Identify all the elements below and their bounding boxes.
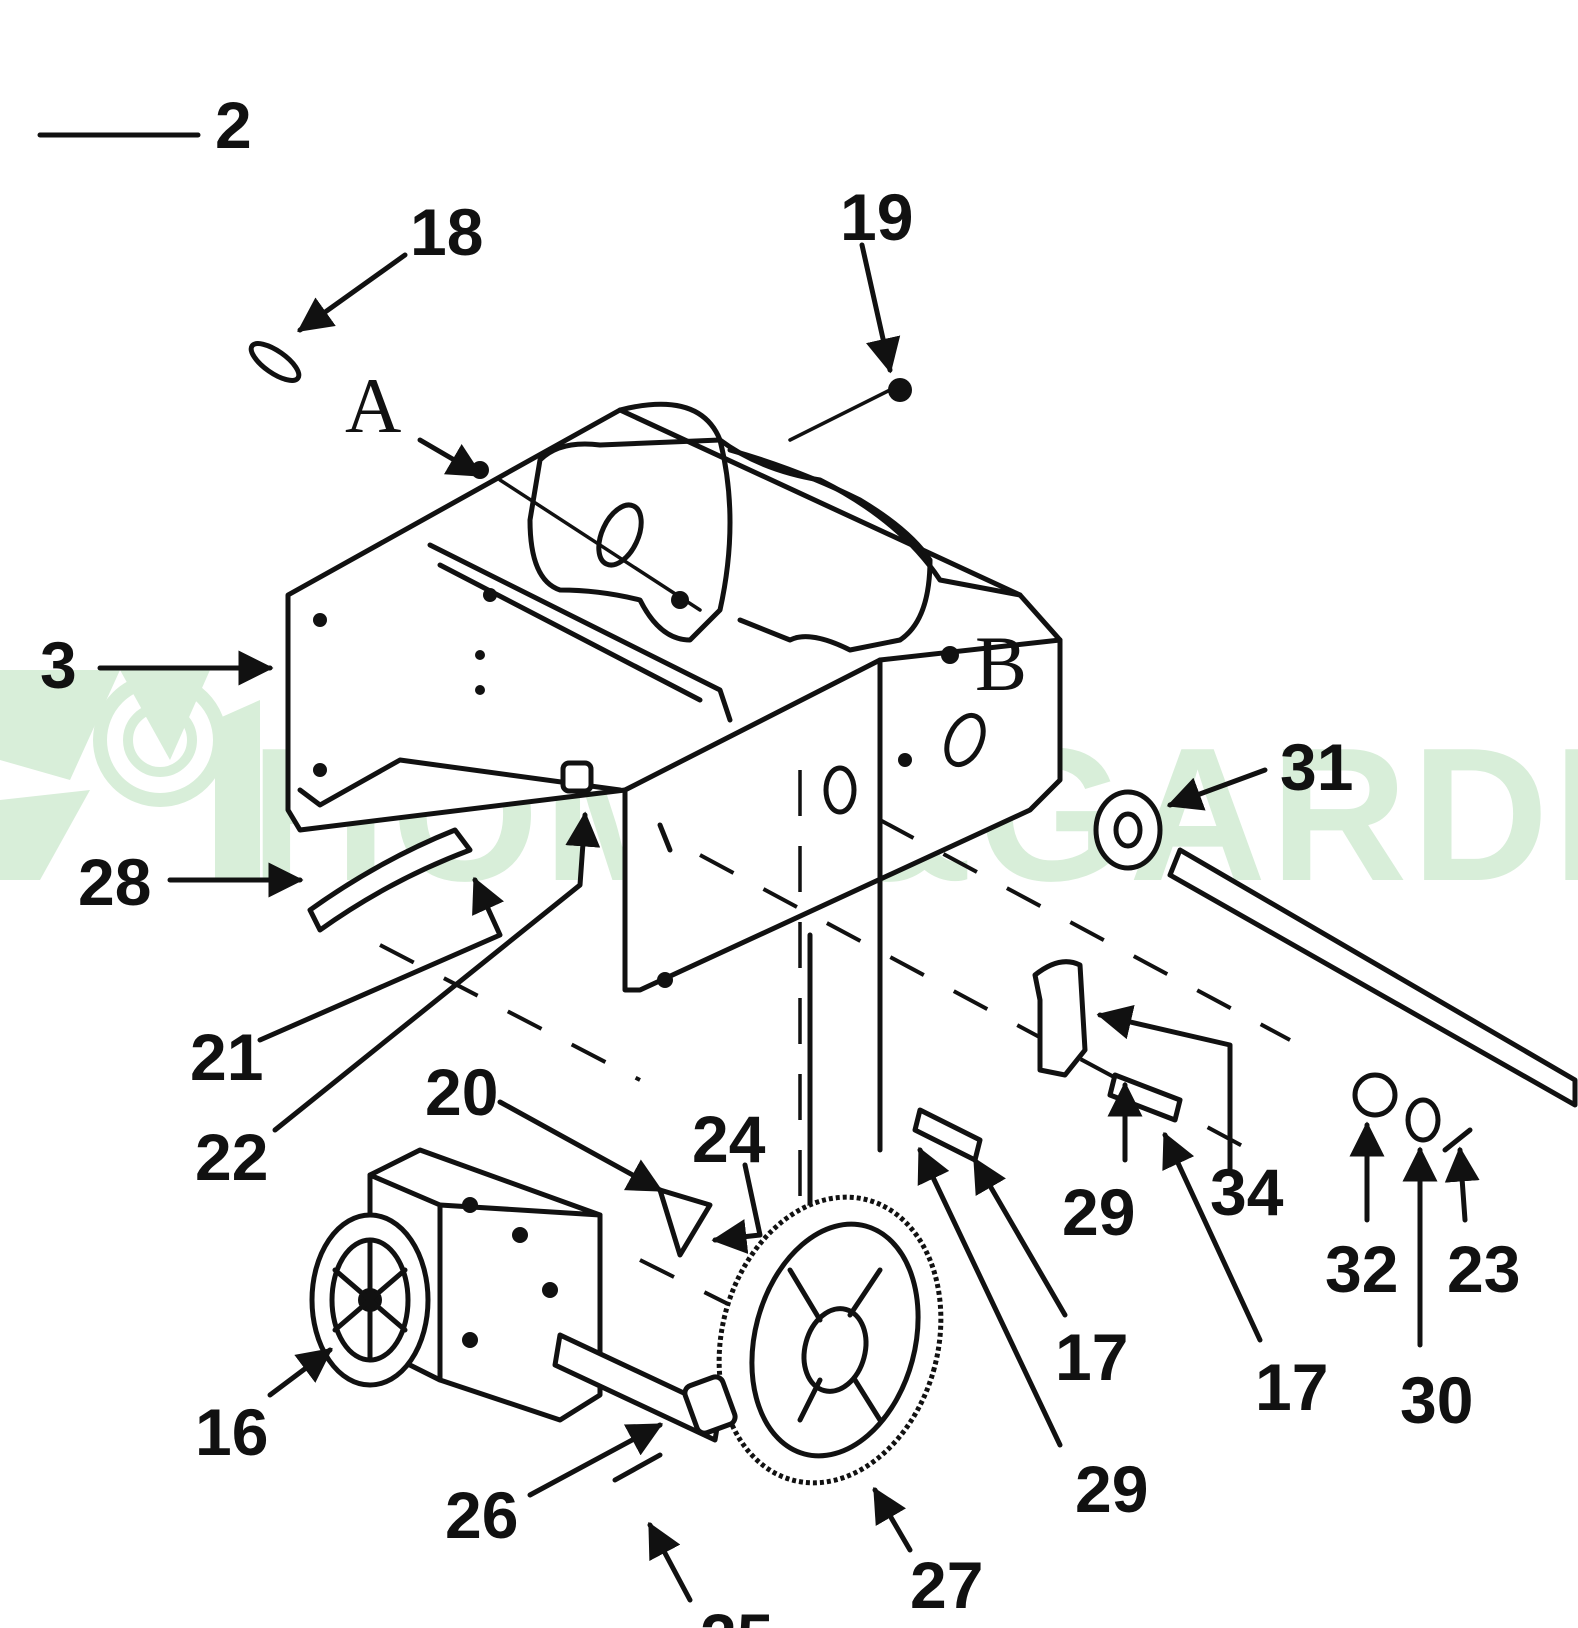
callout-26: 26 [445,1478,518,1552]
hardware-parts [248,341,1473,1483]
leader-lines [97,242,1480,1603]
callout-30: 30 [1400,1363,1473,1437]
axle-shaft [1093,789,1578,1108]
callout-20: 20 [425,1055,498,1129]
callout-28: 28 [78,845,151,919]
callout-32: 32 [1325,1232,1398,1306]
callout-22: 22 [195,1120,268,1194]
callout-19: 19 [840,180,913,254]
wheel-27 [682,1194,944,1486]
callout-17a: 17 [1055,1320,1128,1394]
callout-34: 34 [1210,1155,1284,1229]
callout-31: 31 [1280,730,1353,804]
callout-29a: 29 [1075,1452,1148,1526]
callout-25: 25 [700,1600,773,1628]
callout-27: 27 [910,1548,983,1622]
callout-21: 21 [190,1020,263,1094]
callout-numbers: 2 18 19 3 31 28 21 20 22 24 29 34 32 23 … [40,88,1520,1628]
callout-2: 2 [215,88,252,162]
leaf-icon [0,670,260,880]
callout-17b: 17 [1255,1350,1328,1424]
assembly-letter-b: B [975,620,1027,707]
callout-24: 24 [692,1102,766,1176]
callout-18: 18 [410,195,483,269]
gearbox-16 [309,1147,723,1443]
frame-housing [285,401,1063,1290]
callout-16: 16 [195,1395,268,1469]
callout-3: 3 [40,628,77,702]
callout-23: 23 [1447,1232,1520,1306]
assembly-letter-a: A [345,362,401,449]
callout-29b: 29 [1062,1175,1135,1249]
